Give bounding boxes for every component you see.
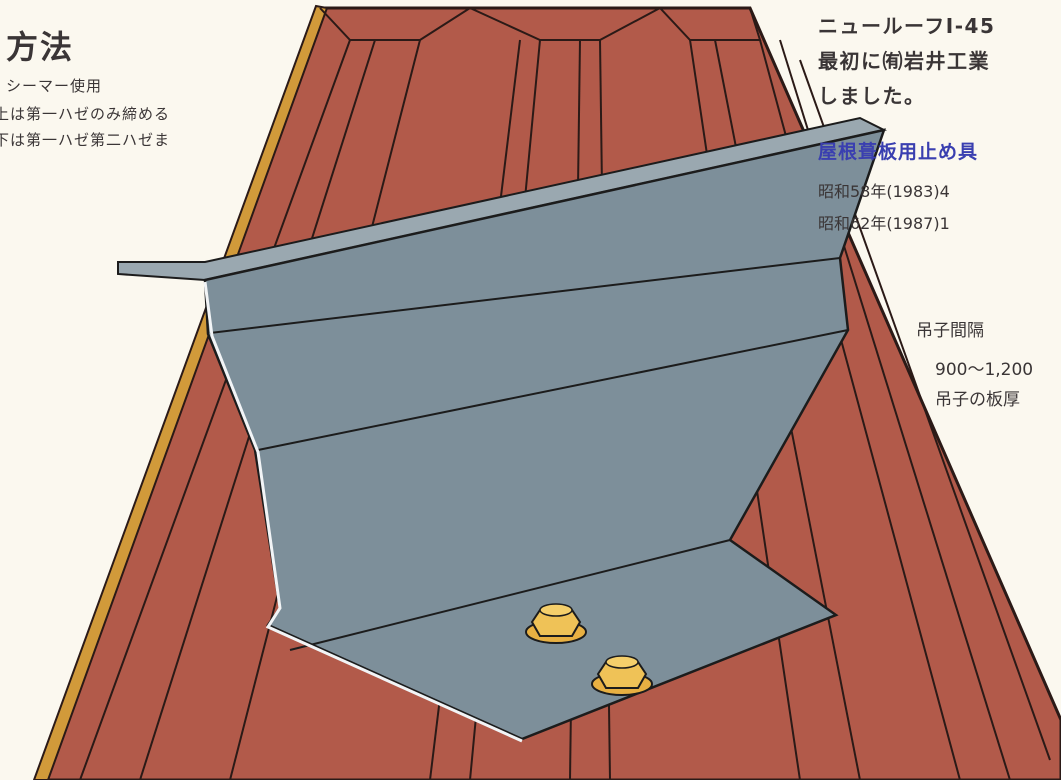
intro-line-3: しました。 — [818, 84, 926, 108]
method-line-1: シーマー使用 — [6, 77, 103, 95]
spec-label-thickness: 吊子の板厚 — [935, 390, 1020, 410]
section-heading: 方法 — [6, 28, 75, 66]
bolt-2 — [591, 655, 653, 696]
method-line-2: 上は第一ハゼのみ締める — [0, 105, 171, 123]
roof-edge-trim — [32, 4, 329, 780]
roof-ridge — [319, 6, 762, 41]
date-line-1: 昭和58年(1983)4 — [818, 182, 950, 201]
method-line-3: 下は第一ハゼ第二ハゼま — [0, 131, 171, 149]
intro-line-1: ニュールーフI-45 — [818, 14, 996, 38]
spec-value-spacing: 900〜1,200 — [935, 360, 1034, 380]
intro-line-2: 最初に㈲岩井工業 — [818, 49, 990, 73]
product-subheading: 屋根葺板用止め具 — [818, 141, 979, 163]
date-line-2: 昭和62年(1987)1 — [818, 214, 950, 233]
stopper-bracket — [117, 116, 887, 743]
bolt-1 — [525, 603, 587, 644]
spec-label-spacing: 吊子間隔 — [916, 321, 984, 341]
